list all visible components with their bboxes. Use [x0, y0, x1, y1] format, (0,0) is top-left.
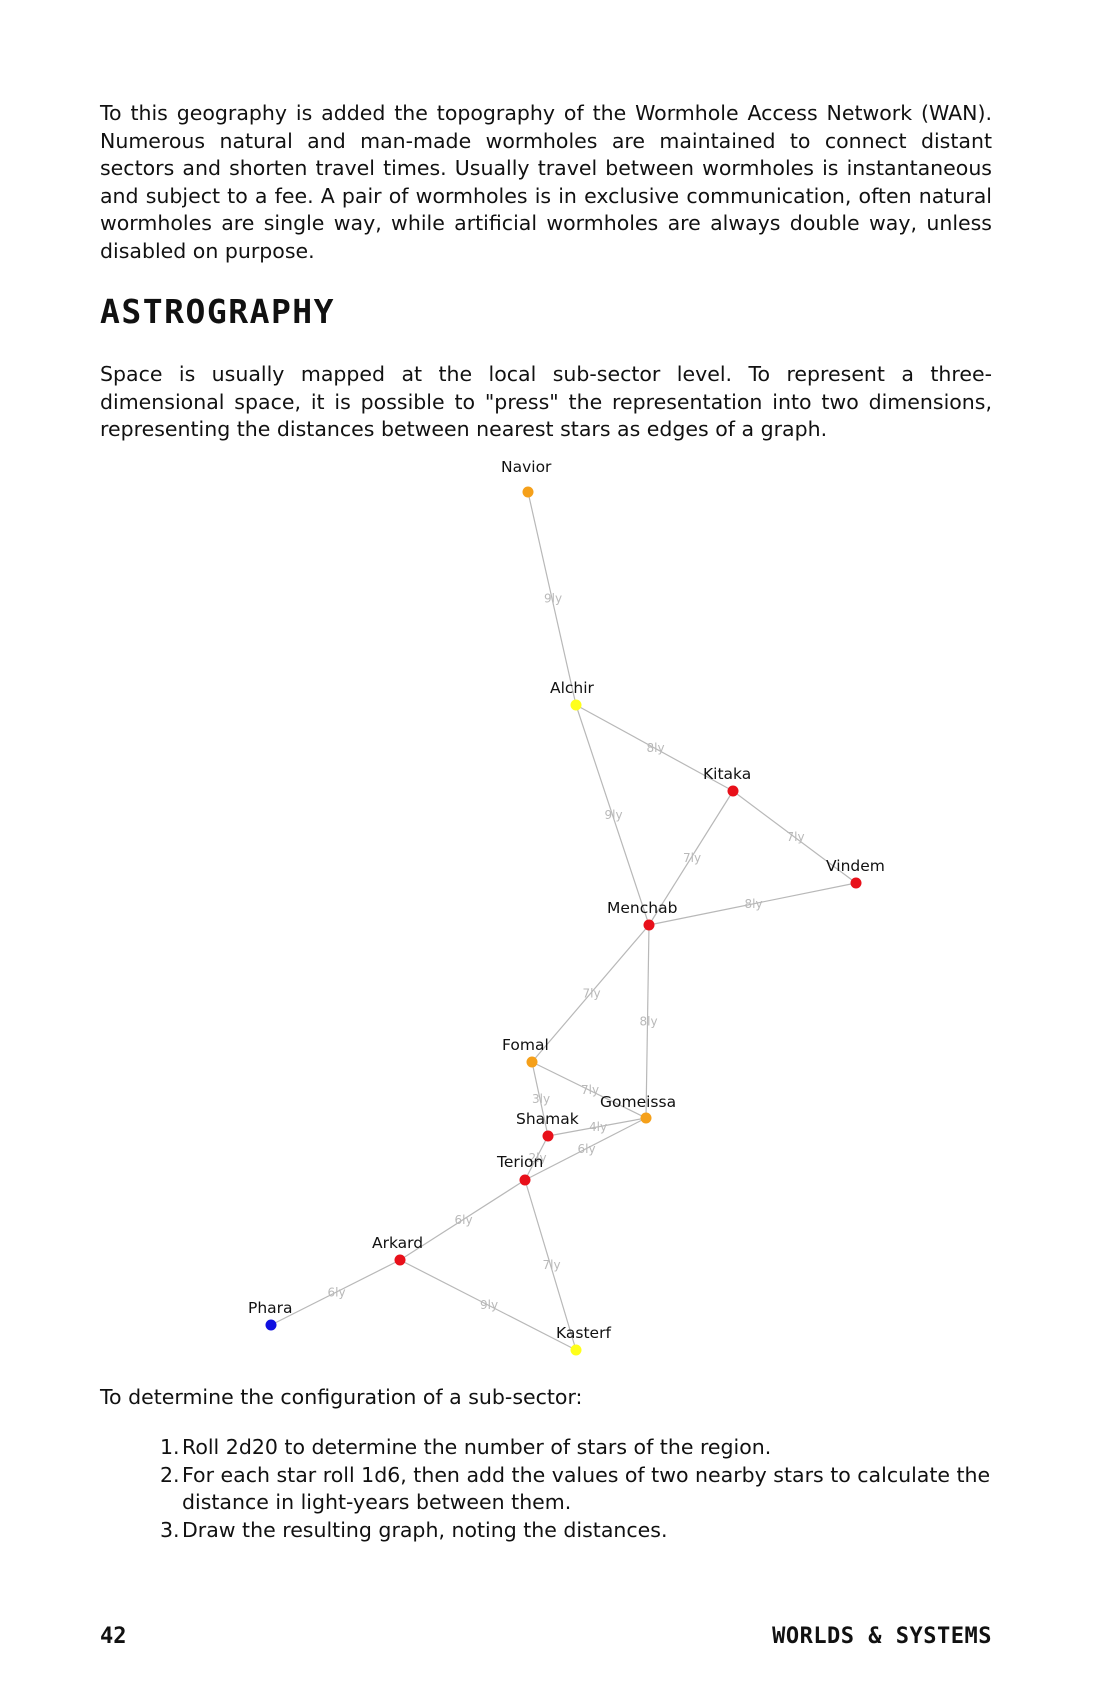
star-label-arkard: Arkard	[372, 1234, 423, 1252]
steps-list: 1.Roll 2d20 to determine the number of s…	[160, 1434, 992, 1544]
star-graph: 9ly 8ly 9ly 7ly 7ly 8ly 7ly 8ly 7ly 3ly 4ly 2ly 6ly 6…	[248, 458, 885, 1356]
star-label-alchir: Alchir	[550, 679, 595, 697]
graph-edge-arkard-phara	[270, 1259, 401, 1326]
star-label-phara: Phara	[248, 1299, 293, 1317]
edge-distance-label: 8ly	[647, 741, 665, 755]
graph-edge-vindem-menchab	[648, 882, 857, 926]
step-number: 2.	[160, 1462, 180, 1487]
edge-distance-label: 6ly	[455, 1213, 473, 1227]
step-item: 2.For each star roll 1d6, then add the v…	[160, 1462, 992, 1517]
star-node-gomeissa	[640, 1112, 652, 1124]
graph-edge-terion-kasterf	[524, 1179, 577, 1351]
graph-edge-arkard-kasterf	[399, 1259, 577, 1351]
graph-edge-terion-gomeissa	[524, 1117, 647, 1181]
edge-distance-label: 4ly	[589, 1120, 607, 1134]
graph-edge-fomal-shamak	[531, 1061, 549, 1137]
edge-distance-label: 6ly	[328, 1286, 346, 1300]
edge-distance-label: 7ly	[787, 830, 805, 844]
star-node-kitaka	[727, 785, 739, 797]
step-number: 3.	[160, 1517, 180, 1542]
star-label-terion: Terion	[496, 1153, 543, 1171]
edge-distance-label: 8ly	[745, 897, 763, 911]
section-heading: ASTROGRAPHY	[100, 292, 336, 331]
step-text: For each star roll 1d6, then add the val…	[182, 1462, 991, 1515]
step-text: Draw the resulting graph, noting the dis…	[182, 1517, 668, 1542]
star-node-navior	[522, 486, 534, 498]
step-item: 3.Draw the resulting graph, noting the d…	[160, 1517, 992, 1545]
star-node-kasterf	[570, 1344, 582, 1356]
step-number: 1.	[160, 1435, 180, 1459]
star-node-vindem	[850, 877, 862, 889]
star-node-menchab	[643, 919, 655, 931]
graph-edge-menchab-fomal	[531, 924, 650, 1063]
star-node-arkard	[394, 1254, 406, 1266]
intro-paragraph: To this geography is added the topograph…	[100, 101, 992, 263]
edge-distance-label: 7ly	[583, 987, 601, 1001]
star-label-kasterf: Kasterf	[556, 1324, 611, 1342]
graph-edge-kitaka-vindem	[732, 790, 857, 884]
star-label-menchab: Menchab	[607, 899, 677, 917]
graph-edge-shamak-terion	[524, 1135, 549, 1181]
star-node-phara	[265, 1319, 277, 1331]
graph-edge-fomal-gomeissa	[531, 1061, 647, 1119]
edge-distance-label: 7ly	[581, 1083, 599, 1097]
graph-edge-shamak-gomeissa	[547, 1117, 647, 1137]
star-node-fomal	[526, 1056, 538, 1068]
star-label-gomeissa: Gomeissa	[600, 1093, 676, 1111]
step-item: 1.Roll 2d20 to determine the number of s…	[160, 1434, 992, 1462]
page-number: 42	[100, 1624, 127, 1649]
edge-distance-label: 6ly	[578, 1142, 596, 1156]
edge-distance-label: 9ly	[605, 808, 623, 822]
step-text: Roll 2d20 to determine the number of sta…	[182, 1435, 772, 1459]
star-label-navior: Navior	[501, 458, 552, 476]
star-node-terion	[519, 1174, 531, 1186]
footer-title: WORLDS & SYSTEMS	[772, 1624, 992, 1649]
star-node-alchir	[570, 699, 582, 711]
edge-distance-label: 7ly	[683, 851, 701, 865]
star-label-vindem: Vindem	[826, 857, 885, 875]
edge-distance-label: 9ly	[480, 1298, 498, 1312]
graph-edge-navior-alchir	[527, 491, 577, 706]
graph-edge-alchir-menchab	[575, 704, 650, 926]
star-label-kitaka: Kitaka	[703, 765, 751, 783]
graph-edge-alchir-kitaka	[575, 704, 734, 792]
edge-distance-label: 7ly	[543, 1258, 561, 1272]
star-node-shamak	[542, 1130, 554, 1142]
star-label-shamak: Shamak	[516, 1110, 579, 1128]
graph-edge-terion-arkard	[399, 1179, 526, 1261]
edge-distance-label: 2ly	[529, 1151, 547, 1165]
edge-distance-label: 8ly	[640, 1015, 658, 1029]
astrography-paragraph: Space is usually mapped at the local sub…	[100, 362, 992, 441]
graph-edge-kitaka-menchab	[648, 790, 734, 926]
config-intro: To determine the configuration of a sub-…	[100, 1385, 583, 1409]
graph-edge-menchab-gomeissa	[645, 924, 650, 1119]
edge-distance-label: 9ly	[544, 592, 562, 606]
edge-distance-label: 3ly	[532, 1092, 550, 1106]
star-label-fomal: Fomal	[502, 1036, 549, 1054]
